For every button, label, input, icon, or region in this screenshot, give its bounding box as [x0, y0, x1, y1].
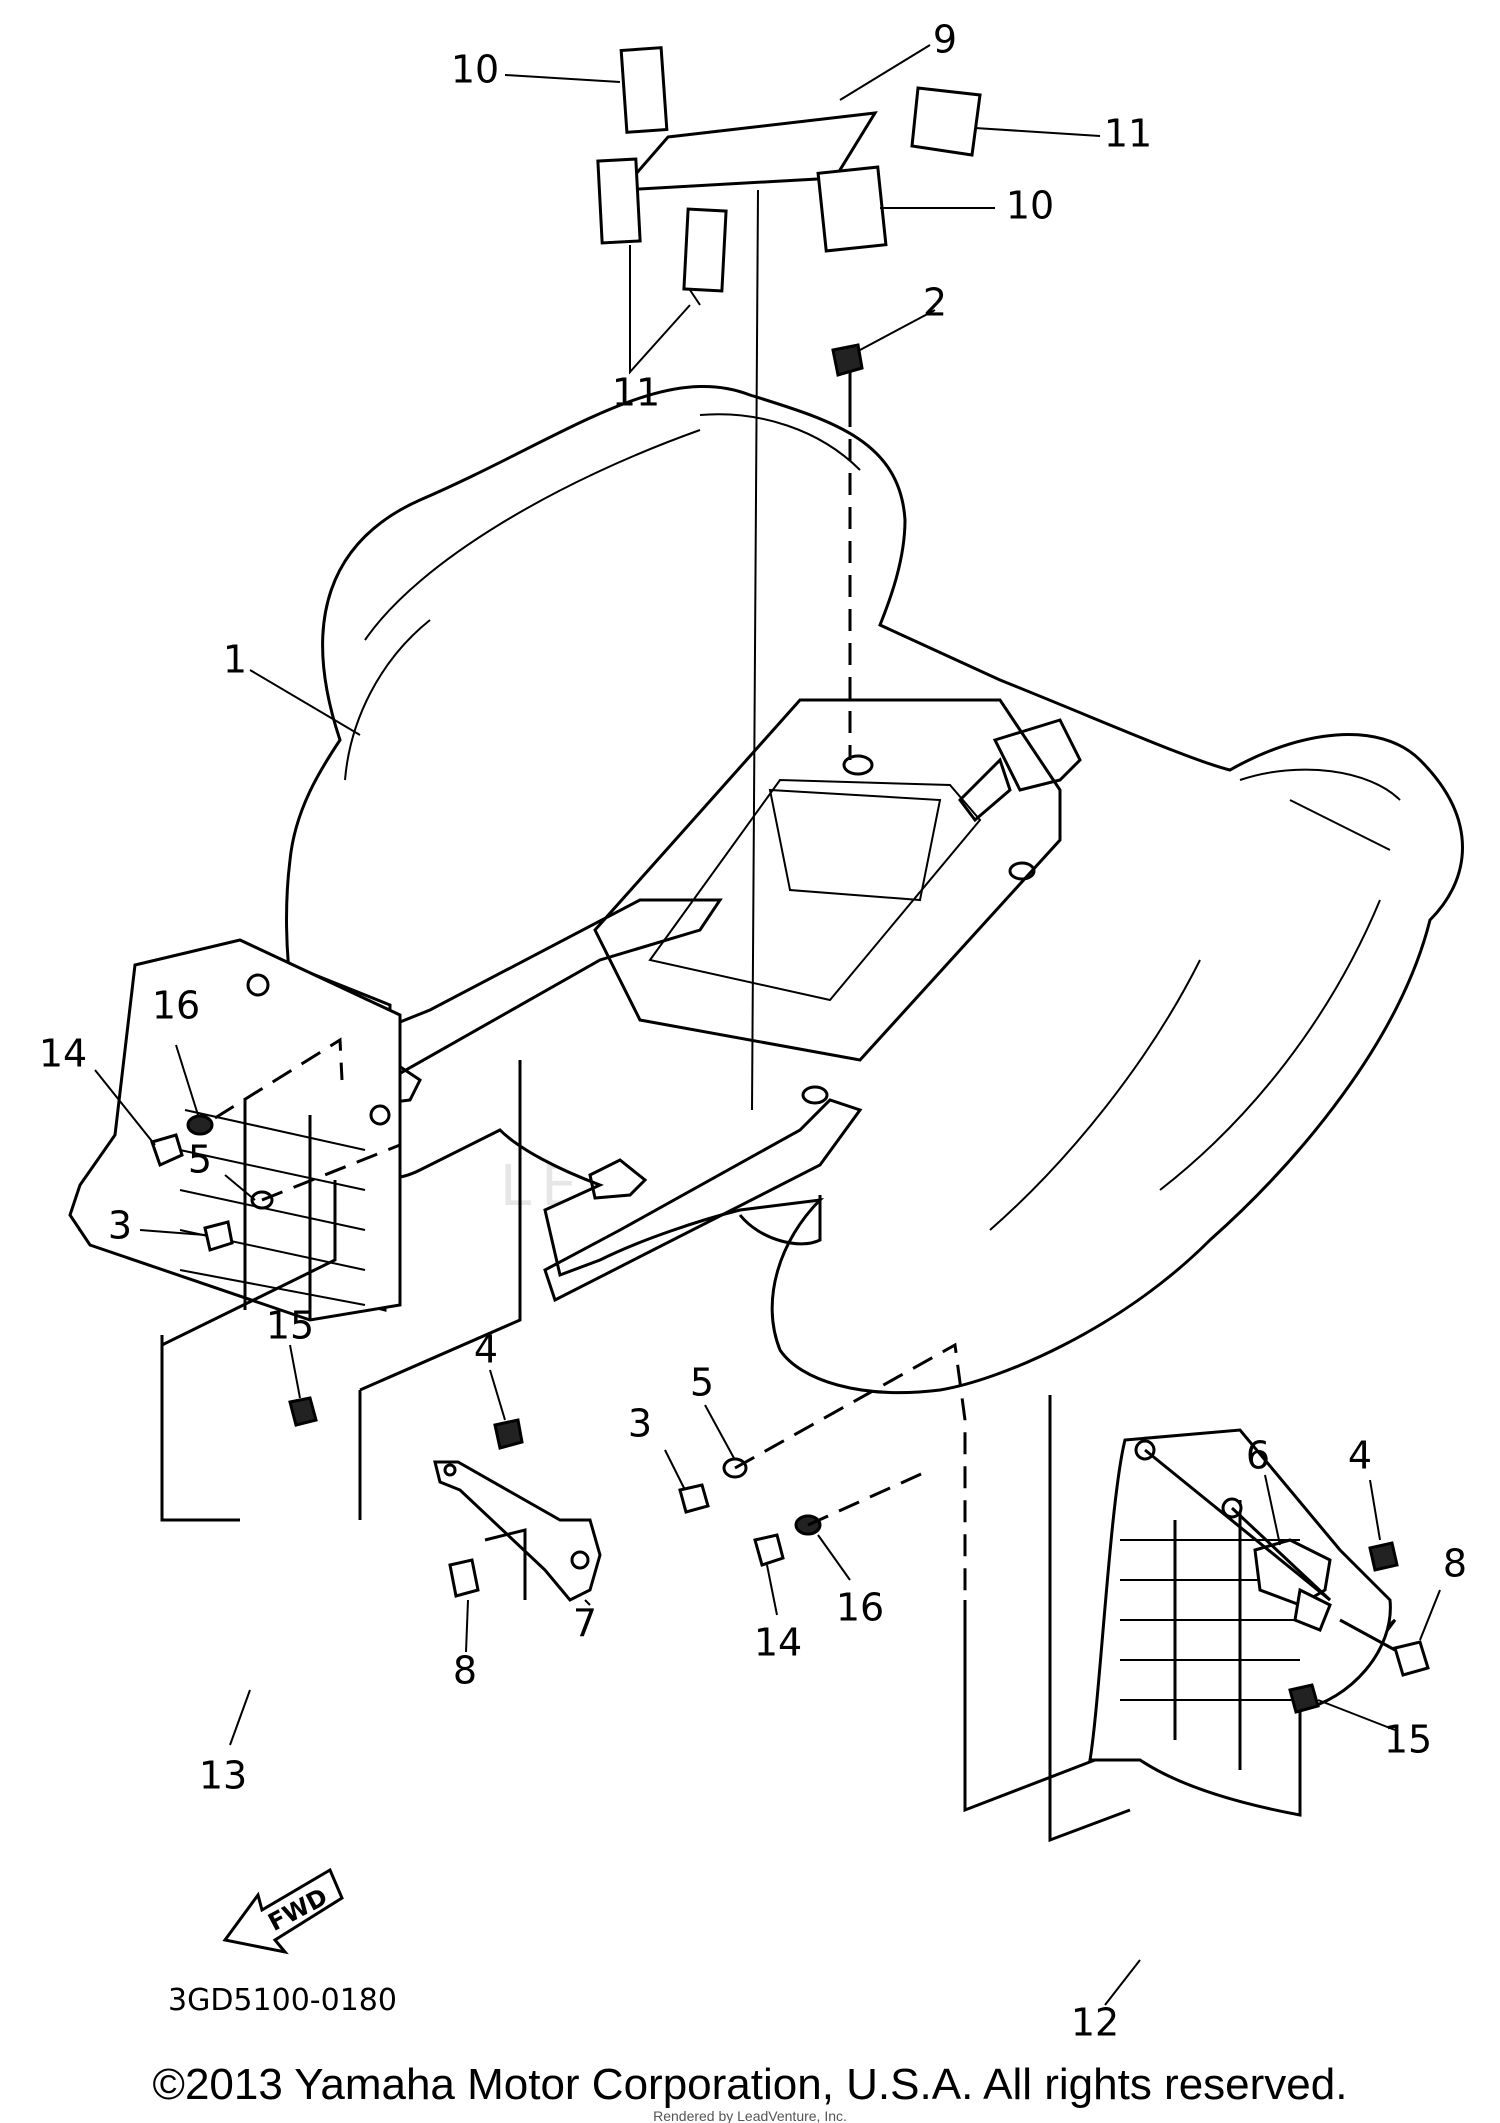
callout-8a: 8 — [453, 1649, 477, 1693]
callout-9: 9 — [933, 18, 957, 62]
mud-flap-13 — [68, 938, 402, 1322]
callouts: 10 9 11 10 11 2 1 16 14 5 3 15 4 8 7 13 … — [39, 18, 1467, 2045]
callout-15b: 15 — [1384, 1718, 1432, 1762]
callout-14a: 14 — [39, 1032, 87, 1076]
callout-4b: 4 — [1348, 1434, 1372, 1478]
washer-16-left — [186, 1114, 214, 1136]
nut-15-right — [1288, 1683, 1320, 1714]
nut-4-right — [1368, 1541, 1399, 1572]
leader-lines — [94, 44, 1441, 2006]
callout-2: 2 — [923, 281, 947, 325]
decal-set — [596, 46, 982, 293]
washer-5-left — [250, 1190, 274, 1210]
mud-flap-12 — [1088, 1428, 1397, 1817]
callout-3a: 3 — [108, 1204, 132, 1248]
screw-14-left — [150, 1133, 184, 1168]
callout-10a: 10 — [451, 48, 499, 92]
callout-1: 1 — [223, 638, 247, 682]
callout-5b: 5 — [690, 1361, 714, 1405]
callout-11a: 11 — [1104, 112, 1152, 156]
decal-10-right — [816, 165, 888, 253]
bolt-8-left — [448, 1558, 480, 1598]
drawing-code: 3GD5100-0180 — [168, 1983, 397, 2018]
callout-12: 12 — [1071, 2001, 1119, 2045]
nut-15-left — [288, 1396, 318, 1427]
decal-11-left-b — [682, 207, 728, 293]
callout-14b: 14 — [754, 1621, 802, 1665]
callout-10b: 10 — [1006, 184, 1054, 228]
callout-5a: 5 — [188, 1138, 212, 1182]
rear-fender — [285, 385, 1464, 1395]
screw-14-right — [753, 1533, 785, 1567]
callout-11b: 11 — [612, 371, 660, 415]
screw-3-left — [203, 1220, 234, 1252]
callout-15a: 15 — [266, 1304, 314, 1348]
screw-3-right — [678, 1483, 710, 1514]
copyright-footer: ©2013 Yamaha Motor Corporation, U.S.A. A… — [152, 2060, 1348, 2109]
hardware — [150, 343, 1430, 1714]
callout-7: 7 — [573, 1602, 597, 1646]
decal-11-left-a — [596, 157, 642, 245]
callout-16a: 16 — [152, 984, 200, 1028]
callout-16b: 16 — [836, 1586, 884, 1630]
callout-3b: 3 — [628, 1402, 652, 1446]
bolt-8-right — [1393, 1640, 1430, 1677]
forward-arrow: FWD — [222, 1867, 344, 1955]
decal-10-top — [619, 46, 669, 134]
bolt-2 — [831, 343, 864, 377]
nut-4-left — [493, 1418, 524, 1450]
callout-4a: 4 — [474, 1328, 498, 1372]
callout-6: 6 — [1246, 1434, 1270, 1478]
callout-8b: 8 — [1443, 1542, 1467, 1586]
fender-body — [285, 385, 1464, 1395]
callout-13: 13 — [199, 1754, 247, 1798]
decal-11-right — [910, 86, 982, 157]
fwd-arrow-icon — [222, 1867, 344, 1955]
rendered-by-note: Rendered by LeadVenture, Inc. — [653, 2108, 847, 2123]
assembly-lines — [160, 189, 1396, 1843]
